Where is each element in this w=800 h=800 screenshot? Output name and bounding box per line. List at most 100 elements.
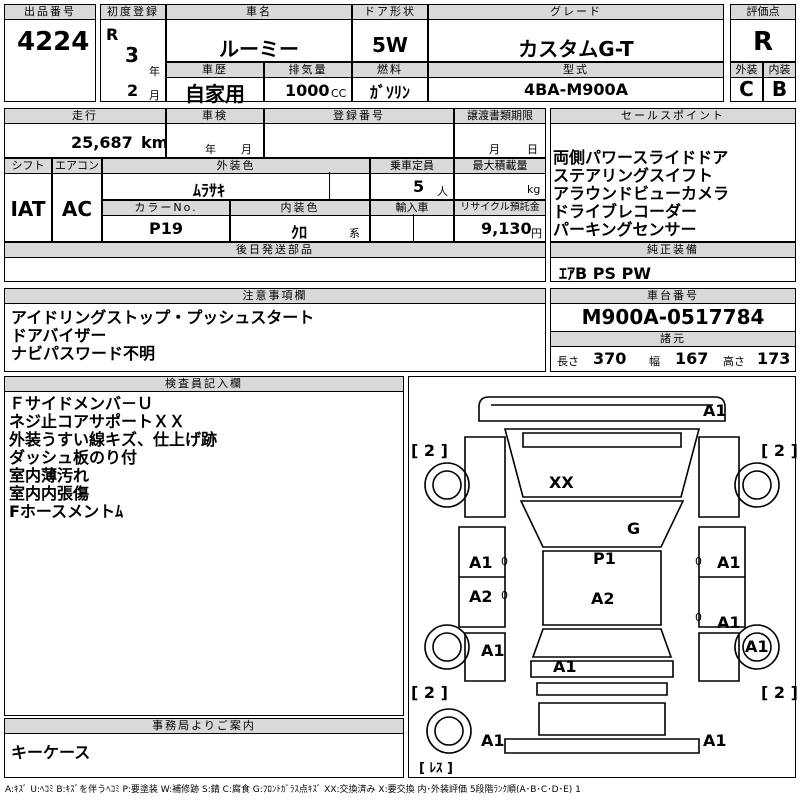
- spec-label: 諸元: [550, 331, 796, 347]
- ext-box: 外装 C: [730, 62, 763, 102]
- transfer-box: 譲渡書類期限 月 日: [454, 108, 546, 158]
- history-box: 車歴 自家用: [166, 62, 264, 106]
- recycle-value: 9,130: [481, 219, 532, 238]
- car-name: ルーミー: [219, 37, 299, 61]
- model-box: 型式 4BA-M900A: [428, 62, 724, 102]
- right-front-fender: [698, 436, 740, 518]
- score-box: 評価点 R: [730, 4, 796, 62]
- roof-outline: [542, 550, 662, 626]
- mileage-label: 走行: [4, 108, 166, 124]
- zero-right-front: 0: [695, 555, 702, 568]
- shift-value: IAT: [10, 197, 46, 221]
- length-label: 長さ: [557, 355, 579, 368]
- shift-label: シフト: [4, 158, 52, 174]
- inspector-item: 室内内張傷: [9, 484, 90, 503]
- sales-item: パーキングセンサー: [553, 220, 697, 239]
- front-grille: [522, 432, 682, 448]
- recycle-label: リサイクル預託金: [454, 200, 546, 216]
- color-label: 外装色: [102, 158, 370, 174]
- tire-rear-right: [734, 624, 780, 670]
- displacement-label: 排気量: [264, 62, 352, 78]
- right-rear-fender: [698, 632, 740, 682]
- color-no-box: カラーNo. P19: [102, 200, 230, 242]
- model-label: 型式: [428, 62, 724, 78]
- width-value: 167: [675, 349, 709, 368]
- mileage-value: 25,687: [71, 133, 133, 152]
- int-box: 内装 B: [763, 62, 796, 102]
- mark-left-front-door: A1: [469, 553, 493, 572]
- year-unit: 年: [149, 65, 160, 78]
- mark-hood: XX: [549, 473, 574, 492]
- spare-tire-label: [ ﾚｽ ]: [419, 761, 453, 776]
- sales-item: ドライブレコーダー: [553, 202, 698, 221]
- tire-rear-left-label: [ 2 ]: [411, 683, 448, 702]
- int-label: 内装: [763, 62, 796, 78]
- reg-number-label: 登録番号: [264, 108, 454, 124]
- capacity-box: 乗車定員 5 人: [370, 158, 454, 200]
- notes-list: アイドリングストップ・プッシュスタート ドアバイザー ナビパスワード不明: [11, 309, 314, 363]
- mark-left-rear-door: A2: [469, 587, 493, 606]
- color-divider: [329, 172, 330, 200]
- zero-left-rear: 0: [501, 589, 508, 602]
- cc-unit: CC: [331, 87, 347, 100]
- ac-box: エアコン AC: [52, 158, 102, 242]
- inspection-month-unit: 月: [241, 143, 252, 156]
- inspector-item: ネジ止コアサポートＸＸ: [9, 412, 186, 431]
- kei-unit: 系: [349, 227, 360, 240]
- capacity-value: 5: [413, 177, 425, 196]
- color-box: 外装色 ﾑﾗｻｷ: [102, 158, 370, 200]
- later-parts-label: 後日発送部品: [4, 242, 546, 258]
- sales-item: アラウンドビューカメラ: [553, 184, 730, 203]
- inspector-item: ダッシュ板のり付: [9, 448, 138, 467]
- color-value: ﾑﾗｻｷ: [193, 181, 226, 200]
- name-label: 車名: [166, 4, 352, 20]
- door-box: ドア形状 5W: [352, 4, 428, 62]
- inspection-label: 車検: [166, 108, 264, 124]
- first-reg-label: 初度登録: [100, 4, 166, 20]
- zero-left-front: 0: [501, 555, 508, 568]
- lot-box: 出品番号 4224: [4, 4, 96, 102]
- sales-label: セールスポイント: [550, 108, 796, 124]
- reg-number-box: 登録番号: [264, 108, 454, 158]
- notes-item: ドアバイザー: [11, 326, 107, 345]
- inspector-item: 室内薄汚れ: [9, 466, 90, 485]
- ac-label: エアコン: [52, 158, 102, 174]
- mark-windshield: G: [627, 519, 641, 538]
- month-unit: 月: [149, 89, 160, 102]
- mark-right-rear-door: A1: [717, 613, 741, 632]
- notes-item: アイドリングストップ・プッシュスタート: [11, 308, 315, 327]
- load-box: 最大積載量 kg: [454, 158, 546, 200]
- person-unit: 人: [437, 185, 448, 198]
- score-label: 評価点: [730, 4, 796, 20]
- inspector-item: Ｆサイドメンバ－Ｕ: [9, 394, 154, 413]
- int-value: B: [771, 77, 788, 101]
- model-value: 4BA-M900A: [523, 80, 629, 99]
- yen-unit: 円: [531, 227, 542, 240]
- width-label: 幅: [649, 355, 660, 368]
- tire-rear-left-inner: [432, 632, 462, 662]
- reg-month: 2: [127, 81, 139, 100]
- rear-view-outline: [538, 702, 666, 736]
- ext-label: 外装: [730, 62, 763, 78]
- first-reg-box: 初度登録 R 3 年 2 月: [100, 4, 166, 102]
- sales-item: 両側パワースライドドア: [553, 148, 729, 167]
- front-bumper-outline: [478, 396, 726, 422]
- rear-bumper-outline: [536, 682, 668, 696]
- inspection-box: 車検 年 月: [166, 108, 264, 158]
- inspector-item: 外装うすい線キズ、仕上げ跡: [9, 430, 218, 449]
- damage-diagram: A1 XX G P1 A1 A1 A2 A2 A1 A1 A1 A1 A1 A1…: [408, 376, 798, 778]
- int-color-value: ｸﾛ: [291, 223, 308, 242]
- tire-front-right: [734, 462, 780, 508]
- mark-roof: P1: [593, 549, 616, 568]
- notes-label: 注意事項欄: [4, 288, 546, 304]
- reg-year: 3: [125, 43, 139, 67]
- int-color-box: 内装色 ｸﾛ 系: [230, 200, 370, 242]
- door-label: ドア形状: [352, 4, 428, 20]
- km-unit: km: [141, 133, 169, 152]
- mileage-box: 走行 25,687 km: [4, 108, 169, 158]
- recycle-box: リサイクル預託金 9,130 円: [454, 200, 546, 242]
- history-label: 車歴: [166, 62, 264, 78]
- mark-rear-window: A2: [591, 589, 615, 608]
- load-label: 最大積載量: [454, 158, 546, 174]
- inspector-list: Ｆサイドメンバ－Ｕ ネジ止コアサポートＸＸ 外装うすい線キズ、仕上げ跡 ダッシュ…: [9, 395, 217, 521]
